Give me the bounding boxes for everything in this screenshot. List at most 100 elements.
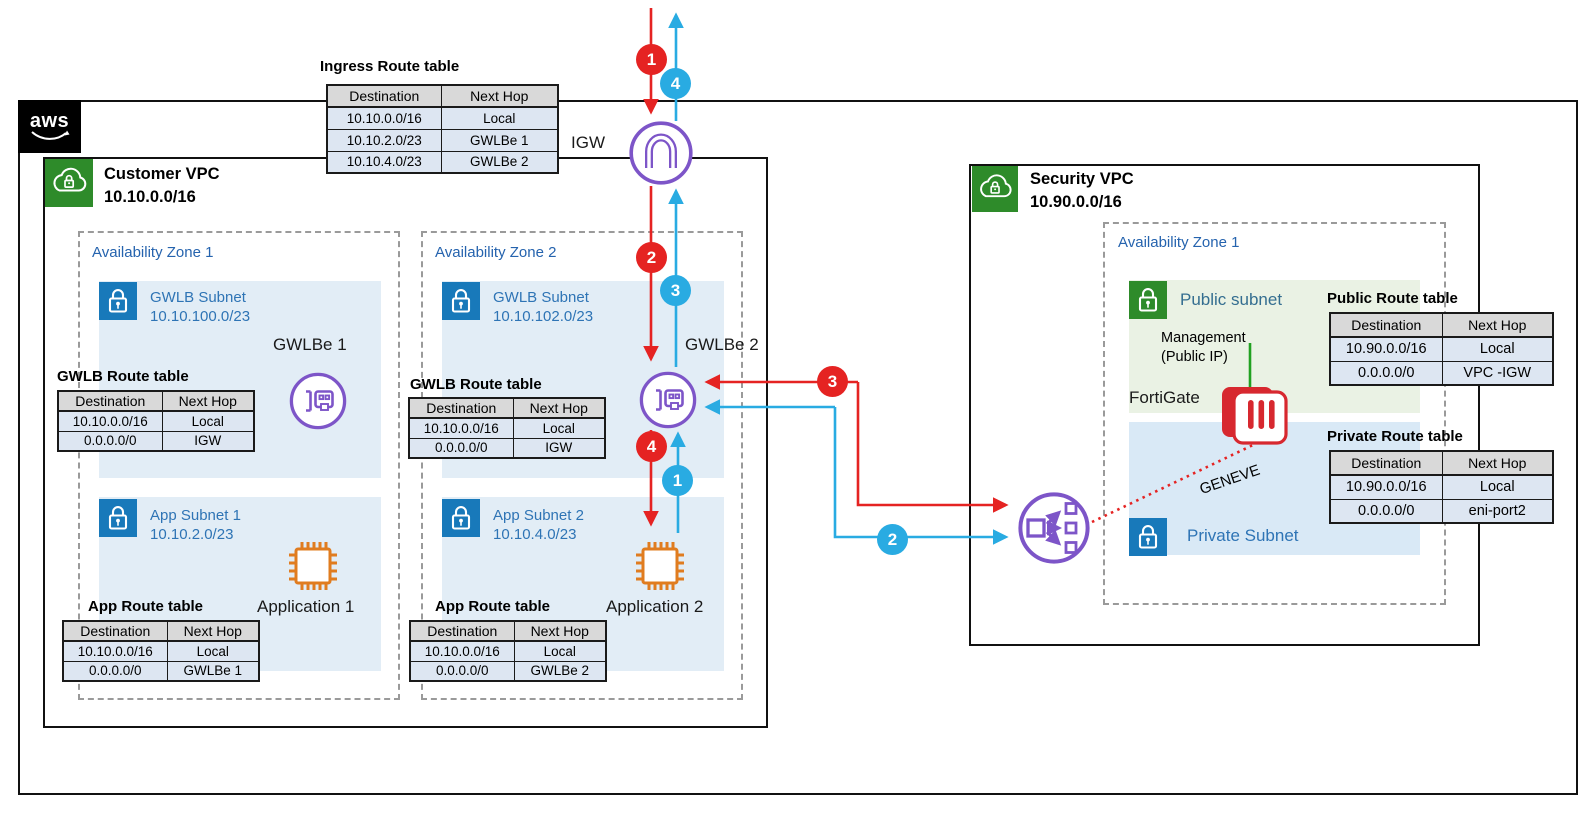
customer-vpc-icon bbox=[45, 159, 93, 207]
rt-cell: Local bbox=[166, 640, 260, 662]
rt-header-cell: Next Hop bbox=[440, 84, 559, 108]
app-subnet2-label: App Subnet 2 10.10.4.0/23 bbox=[493, 506, 584, 544]
application1-label: Application 1 bbox=[257, 597, 355, 616]
security-vpc-title: Security VPC 10.90.0.0/16 bbox=[1030, 168, 1134, 214]
customer-az2-border bbox=[421, 231, 743, 700]
gwlb-rt2-title: GWLB Route table bbox=[410, 376, 542, 393]
gwlbe2-label: GWLBe 2 bbox=[685, 335, 759, 354]
ingress-rt-title: Ingress Route table bbox=[320, 58, 460, 75]
internet-gateway-icon bbox=[629, 121, 693, 185]
rt-row: 10.10.2.0/23 GWLBe 1 bbox=[326, 128, 559, 152]
fortigate-icon bbox=[1222, 387, 1288, 445]
public-subnet-icon bbox=[1129, 281, 1167, 319]
rt-cell: Local bbox=[440, 106, 559, 130]
app-subnet2-icon bbox=[442, 499, 480, 537]
gwlb-route-table-az1: Destination Next Hop 10.10.0.0/16 Local … bbox=[57, 390, 255, 452]
app-subnet2-name: App Subnet 2 bbox=[493, 507, 584, 524]
security-vpc-cidr: 10.90.0.0/16 bbox=[1030, 193, 1122, 211]
rt-row: 10.10.0.0/16 Local bbox=[408, 417, 606, 439]
rt-header-row: Destination Next Hop bbox=[1329, 312, 1554, 338]
rt-header-cell: Next Hop bbox=[1441, 312, 1554, 338]
rt-header-cell: Destination bbox=[409, 620, 515, 642]
red-badge-2: 2 bbox=[636, 242, 667, 273]
application2-icon bbox=[636, 542, 684, 590]
rt-cell: 10.10.4.0/23 bbox=[326, 150, 442, 174]
red-badge-1: 1 bbox=[636, 44, 667, 75]
rt-row: 10.90.0.0/16 Local bbox=[1329, 336, 1554, 362]
gwlb-icon bbox=[1018, 492, 1090, 564]
rt-cell: GWLBe 2 bbox=[513, 660, 607, 682]
gwlb-subnet1-label: GWLB Subnet 10.10.100.0/23 bbox=[150, 288, 250, 326]
rt-cell: 0.0.0.0/0 bbox=[57, 430, 163, 452]
app-rt2-title: App Route table bbox=[435, 598, 550, 615]
ingress-route-table: Destination Next Hop 10.10.0.0/16 Local … bbox=[326, 84, 559, 174]
application2-label: Application 2 bbox=[606, 597, 704, 616]
aws-logo-text: aws bbox=[29, 109, 70, 132]
rt-cell: 10.10.0.0/16 bbox=[326, 106, 442, 130]
rt-cell: 0.0.0.0/0 bbox=[1329, 498, 1443, 524]
rt-cell: 10.10.0.0/16 bbox=[408, 417, 514, 439]
rt-row: 0.0.0.0/0 IGW bbox=[57, 430, 255, 452]
rt-cell: Local bbox=[512, 417, 606, 439]
rt-header-row: Destination Next Hop bbox=[408, 397, 606, 419]
rt-header-row: Destination Next Hop bbox=[62, 620, 260, 642]
rt-header-row: Destination Next Hop bbox=[409, 620, 607, 642]
gwlb-route-table-az2: Destination Next Hop 10.10.0.0/16 Local … bbox=[408, 397, 606, 459]
gwlb-subnet2-cidr: 10.10.102.0/23 bbox=[493, 308, 594, 325]
rt-cell: 0.0.0.0/0 bbox=[408, 437, 514, 459]
red-badge-4: 4 bbox=[636, 431, 667, 462]
rt-row: 10.10.0.0/16 Local bbox=[409, 640, 607, 662]
rt-cell: 0.0.0.0/0 bbox=[409, 660, 515, 682]
rt-header-cell: Destination bbox=[1329, 450, 1443, 476]
aws-smile-icon bbox=[30, 130, 69, 140]
blue-badge-3: 3 bbox=[660, 275, 691, 306]
rt-header-cell: Destination bbox=[408, 397, 514, 419]
gwlb-subnet1-icon bbox=[99, 282, 137, 320]
red-badge-3: 3 bbox=[817, 366, 848, 397]
rt-row: 0.0.0.0/0 VPC -IGW bbox=[1329, 360, 1554, 386]
rt-cell: 0.0.0.0/0 bbox=[62, 660, 168, 682]
rt-cell: 0.0.0.0/0 bbox=[1329, 360, 1443, 386]
rt-cell: GWLBe 2 bbox=[440, 150, 559, 174]
aws-cloud-border bbox=[18, 100, 1578, 795]
gwlbe1-label: GWLBe 1 bbox=[273, 335, 347, 354]
rt-cell: 10.10.0.0/16 bbox=[62, 640, 168, 662]
rt-header-cell: Destination bbox=[57, 390, 163, 412]
gwlb-subnet1-name: GWLB Subnet bbox=[150, 289, 246, 306]
rt-row: 0.0.0.0/0 IGW bbox=[408, 437, 606, 459]
rt-row: 10.10.0.0/16 Local bbox=[62, 640, 260, 662]
gwlbe2-icon bbox=[639, 371, 697, 429]
fortigate-label: FortiGate bbox=[1129, 388, 1200, 407]
rt-cell: eni-port2 bbox=[1441, 498, 1554, 524]
gwlb-subnet2-label: GWLB Subnet 10.10.102.0/23 bbox=[493, 288, 593, 326]
rt-header-cell: Destination bbox=[62, 620, 168, 642]
security-az1-label: Availability Zone 1 bbox=[1118, 234, 1240, 251]
rt-header-cell: Destination bbox=[1329, 312, 1443, 338]
gwlb-subnet2-icon bbox=[442, 282, 480, 320]
app-route-table-az2: Destination Next Hop 10.10.0.0/16 Local … bbox=[409, 620, 607, 682]
rt-header-row: Destination Next Hop bbox=[57, 390, 255, 412]
gwlb-rt1-title: GWLB Route table bbox=[57, 368, 189, 385]
rt-header-cell: Next Hop bbox=[513, 620, 607, 642]
blue-badge-4: 4 bbox=[660, 68, 691, 99]
app-route-table-az1: Destination Next Hop 10.10.0.0/16 Local … bbox=[62, 620, 260, 682]
rt-row: 0.0.0.0/0 GWLBe 2 bbox=[409, 660, 607, 682]
app-subnet1-cidr: 10.10.2.0/23 bbox=[150, 526, 234, 543]
rt-cell: Local bbox=[1441, 474, 1554, 500]
security-vpc-name: Security VPC bbox=[1030, 170, 1134, 188]
security-vpc-icon bbox=[972, 166, 1018, 212]
rt-row: 0.0.0.0/0 GWLBe 1 bbox=[62, 660, 260, 682]
rt-cell: GWLBe 1 bbox=[440, 128, 559, 152]
customer-az1-border bbox=[78, 231, 400, 700]
rt-row: 10.10.0.0/16 Local bbox=[326, 106, 559, 130]
management-line1: Management bbox=[1161, 330, 1246, 346]
customer-vpc-name: Customer VPC bbox=[104, 165, 220, 183]
gwlb-subnet1-cidr: 10.10.100.0/23 bbox=[150, 308, 251, 325]
rt-cell: 10.10.0.0/16 bbox=[57, 410, 163, 432]
app-rt1-title: App Route table bbox=[88, 598, 203, 615]
customer-vpc-title: Customer VPC 10.10.0.0/16 bbox=[104, 163, 220, 209]
rt-cell: VPC -IGW bbox=[1441, 360, 1554, 386]
customer-vpc-cidr: 10.10.0.0/16 bbox=[104, 188, 196, 206]
az1-label: Availability Zone 1 bbox=[92, 244, 214, 261]
